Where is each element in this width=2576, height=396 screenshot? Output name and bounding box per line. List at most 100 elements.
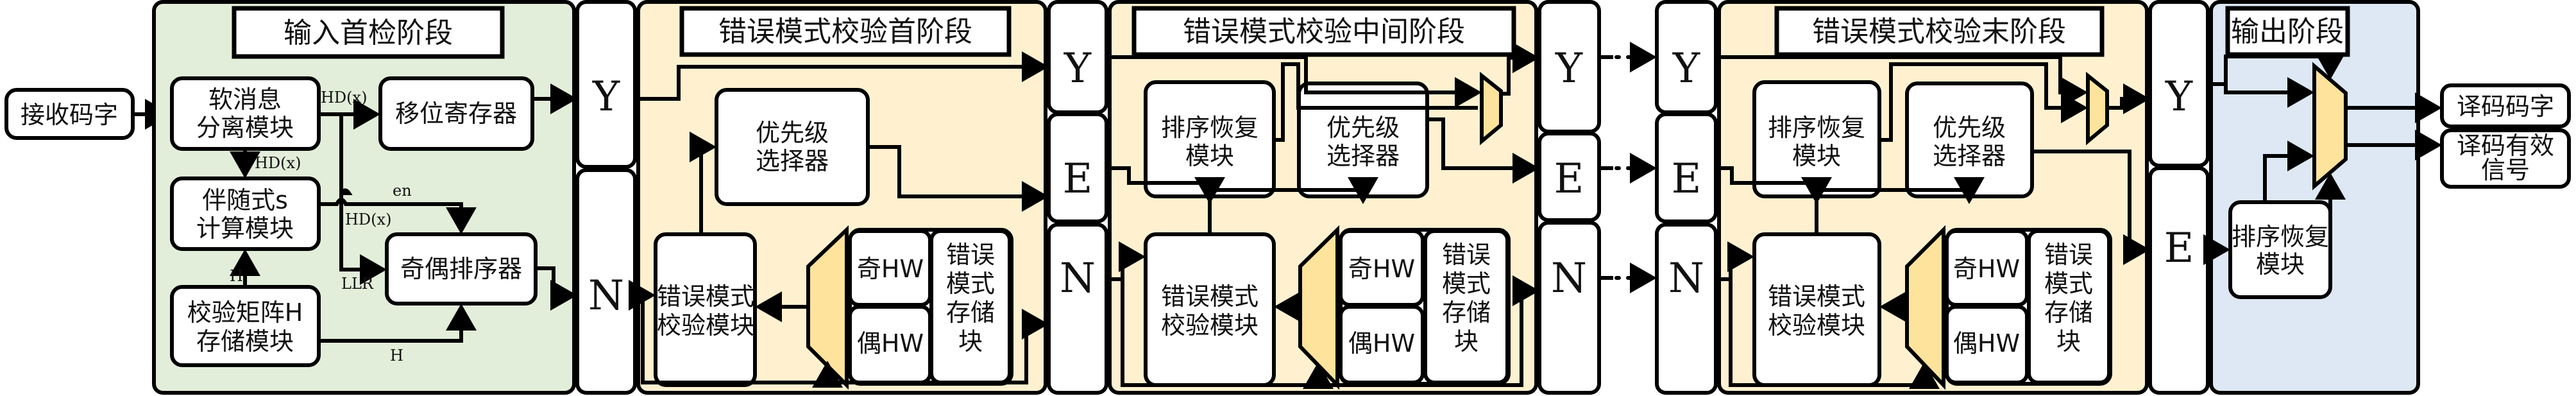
wire-sorter-to-n bbox=[536, 266, 577, 311]
restore-2-line2: 模块 bbox=[1185, 142, 1234, 170]
reg-y-4-label: Y bbox=[1672, 45, 1700, 92]
store-3-l2: 模式 bbox=[2044, 270, 2093, 298]
check-1-line1: 错误模式 bbox=[657, 282, 754, 311]
stage-input-check-title: 输入首检阶段 bbox=[284, 17, 453, 49]
even-hw-3-label: 偶HW bbox=[1953, 329, 2020, 357]
soft-split-module: 软消息 分离模块 bbox=[170, 76, 321, 151]
h-matrix-store: 校验矩阵H 存储模块 bbox=[170, 285, 321, 367]
reg-n-3 bbox=[1538, 221, 1601, 395]
shift-register: 移位寄存器 bbox=[378, 76, 534, 151]
signal-hd-3: HD(x) bbox=[345, 211, 391, 228]
wire-hd-llr-to-sorter bbox=[339, 114, 387, 285]
reg-n-3-label: N bbox=[1551, 255, 1587, 302]
reg-n-2 bbox=[1047, 223, 1108, 395]
wire-restore-to-mux-3 bbox=[1879, 62, 2088, 142]
stage-check-middle-title-box bbox=[1131, 6, 1516, 57]
mux-icon bbox=[1905, 225, 1945, 390]
interface-column-1: Y N bbox=[575, 0, 637, 395]
wire-n-pass-1 bbox=[641, 295, 1049, 384]
even-hw-2 bbox=[1339, 305, 1425, 384]
stage-input-check: 输入首检阶段 软消息 分离模块 移位寄存器 伴随式s 计算模块 校验矩阵H 存储… bbox=[152, 0, 577, 395]
wire-restore-to-mux bbox=[2263, 141, 2314, 202]
store-2-l4: 块 bbox=[1454, 327, 1479, 356]
reg-n-4 bbox=[1655, 223, 1718, 395]
reg-e-2-label: E bbox=[1063, 155, 1093, 203]
store-3-l4: 块 bbox=[2056, 327, 2081, 356]
error-check-module-2: 错误模式 校验模块 bbox=[1144, 232, 1276, 387]
signal-hd-1: HD(x) bbox=[321, 89, 367, 107]
mux-icon bbox=[1480, 71, 1503, 146]
priority-selector-2: 优先级 选择器 bbox=[1297, 82, 1429, 198]
hw-store-group-3: 奇HW 偶HW 错误 模式 存储 块 bbox=[1945, 228, 2112, 386]
priority-3-line2: 选择器 bbox=[1933, 142, 2006, 170]
signal-h-1: H bbox=[230, 267, 243, 285]
store-1-l4: 块 bbox=[958, 327, 983, 356]
interface-column-2: Y E N bbox=[1047, 0, 1108, 395]
wire-priority-to-e-3 bbox=[2032, 150, 2150, 265]
odd-hw-3-label: 奇HW bbox=[1953, 255, 2020, 283]
signal-en: en bbox=[393, 182, 412, 200]
output-mux-icon bbox=[2312, 62, 2348, 191]
store-1-l3: 存储 bbox=[946, 298, 995, 327]
odd-hw-2-label: 奇HW bbox=[1348, 255, 1415, 283]
wire-mux-to-y-2 bbox=[1501, 42, 1539, 96]
interface-column-3: Y E N bbox=[1538, 0, 1601, 395]
output-codeword-box: 译码码字 bbox=[2440, 83, 2571, 128]
stage-check-first: 错误模式校验首阶段 优先级 选择器 错误模式 校验模块 奇HW 偶HW 错误 模… bbox=[629, 0, 1049, 395]
check-2-line1: 错误模式 bbox=[1161, 282, 1258, 311]
store-2-l1: 错误 bbox=[1442, 241, 1491, 269]
restore-out-line1: 排序恢复 bbox=[2232, 223, 2329, 251]
store-3-l3: 存储 bbox=[2044, 298, 2093, 327]
wire-hstore-to-sorter bbox=[319, 304, 477, 343]
store-2-l2: 模式 bbox=[1442, 270, 1491, 298]
priority-1-line1: 优先级 bbox=[756, 119, 829, 147]
stage-check-middle-title: 错误模式校验中间阶段 bbox=[1183, 15, 1465, 48]
stage-output: 输出阶段 排序恢复 模块 bbox=[2203, 0, 2442, 395]
wire-check-to-priority-3 bbox=[1815, 177, 1985, 234]
check-2-line2: 校验模块 bbox=[1161, 311, 1258, 340]
interface-column-5: Y E bbox=[2148, 0, 2210, 395]
stage-input-check-title-box bbox=[232, 6, 505, 59]
restore-2-line1: 排序恢复 bbox=[1161, 114, 1258, 142]
restore-module-3: 排序恢复 模块 bbox=[1752, 80, 1881, 198]
output-valid-line2: 信号 bbox=[2481, 156, 2530, 184]
syndrome-line1: 伴随式s bbox=[202, 186, 288, 214]
output-codeword-label: 译码码字 bbox=[2457, 92, 2554, 121]
syndrome-line2: 计算模块 bbox=[196, 214, 294, 243]
priority-3-line1: 优先级 bbox=[1933, 114, 2006, 142]
wire-restore-to-mux-2 bbox=[1283, 62, 1478, 110]
signal-hd-2: HD(x) bbox=[255, 154, 301, 172]
reg-e-5 bbox=[2148, 166, 2210, 395]
restore-3-line2: 模块 bbox=[1792, 142, 1841, 170]
priority-selector-1: 优先级 选择器 bbox=[715, 88, 870, 206]
store-1-l2: 模式 bbox=[946, 270, 995, 298]
wire-priority-to-e-2 bbox=[1427, 117, 1539, 184]
restore-3-line1: 排序恢复 bbox=[1768, 114, 1865, 142]
reg-e-3-label: E bbox=[1554, 155, 1584, 203]
wire-y-to-mux-sel bbox=[2208, 53, 2346, 86]
store-3-l1: 错误 bbox=[2044, 241, 2093, 269]
even-hw-2-label: 偶HW bbox=[1348, 329, 1415, 357]
priority-1-line2: 选择器 bbox=[756, 147, 829, 175]
reg-n-4-label: N bbox=[1668, 255, 1704, 302]
check-3-line2: 校验模块 bbox=[1768, 311, 1865, 340]
wire-check-to-priority-2 bbox=[1208, 177, 1378, 234]
error-check-module-1: 错误模式 校验模块 bbox=[654, 232, 757, 387]
h-store-line1: 校验矩阵H bbox=[187, 298, 303, 327]
wire-n-pass-2 bbox=[1121, 275, 1539, 387]
reg-e-3 bbox=[1538, 132, 1601, 222]
stage-check-middle: 错误模式校验中间阶段 排序恢复 模块 优先级 选择器 错误模式 校验模块 奇HW… bbox=[1106, 0, 1539, 395]
stage-check-last-title-box bbox=[1774, 6, 2105, 57]
check-1-line2: 校验模块 bbox=[657, 311, 754, 340]
hw-store-group-1: 奇HW 偶HW 错误 模式 存储 块 bbox=[848, 228, 1013, 386]
error-check-module-3: 错误模式 校验模块 bbox=[1752, 232, 1881, 387]
ellipsis-connectors bbox=[1599, 42, 1657, 293]
stage-output-bg bbox=[2209, 0, 2420, 395]
wire-check-to-priority-1 bbox=[690, 132, 716, 234]
priority-2-line1: 优先级 bbox=[1326, 114, 1400, 142]
wire-y-to-mux-2 bbox=[1106, 55, 1482, 108]
stage-check-last-title: 错误模式校验末阶段 bbox=[1812, 15, 2066, 48]
output-valid-line1: 译码有效 bbox=[2457, 132, 2554, 160]
wire-syndrome-en bbox=[319, 198, 477, 234]
